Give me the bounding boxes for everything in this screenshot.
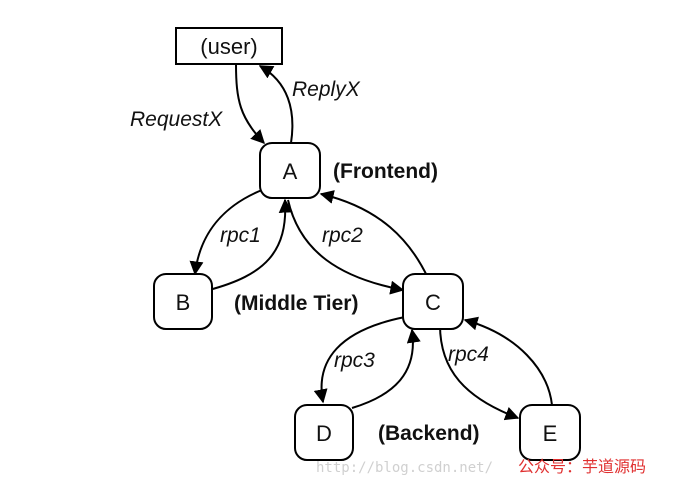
edge-label-request: RequestX	[130, 108, 223, 131]
edge-label-rpc2: rpc2	[322, 224, 363, 247]
node-e-label: E	[543, 421, 558, 446]
node-d-label: D	[316, 421, 332, 446]
tier-label-frontend: (Frontend)	[333, 160, 438, 183]
edge-c-to-d	[313, 316, 406, 404]
tier-label-backend: (Backend)	[378, 422, 480, 445]
node-a: A	[259, 142, 321, 199]
node-e: E	[519, 404, 581, 461]
edge-e-to-c	[463, 316, 553, 406]
edge-user-to-a	[235, 63, 265, 145]
edge-d-to-c	[351, 328, 421, 409]
edge-a-to-user	[258, 65, 294, 144]
node-a-label: A	[283, 159, 298, 184]
tier-label-middle: (Middle Tier)	[234, 292, 358, 315]
node-d: D	[294, 404, 354, 461]
edge-c-to-e	[439, 324, 520, 421]
edge-b-to-a	[208, 198, 293, 291]
watermark-account: 公众号：芋道源码	[518, 457, 646, 476]
node-user-label: (user)	[200, 34, 257, 59]
node-user: (user)	[175, 27, 283, 65]
node-c: C	[402, 273, 464, 330]
node-b-label: B	[176, 290, 191, 315]
edge-label-rpc4: rpc4	[448, 343, 489, 366]
node-b: B	[153, 273, 213, 330]
edge-label-rpc3: rpc3	[334, 349, 375, 372]
watermark-url: http://blog.csdn.net/	[316, 460, 493, 476]
edge-c-to-a	[319, 190, 429, 279]
edge-label-reply: ReplyX	[292, 78, 361, 101]
edge-label-rpc1: rpc1	[220, 224, 261, 247]
edge-a-to-b	[189, 189, 263, 276]
edge-a-to-c	[287, 199, 405, 295]
node-c-label: C	[425, 290, 441, 315]
